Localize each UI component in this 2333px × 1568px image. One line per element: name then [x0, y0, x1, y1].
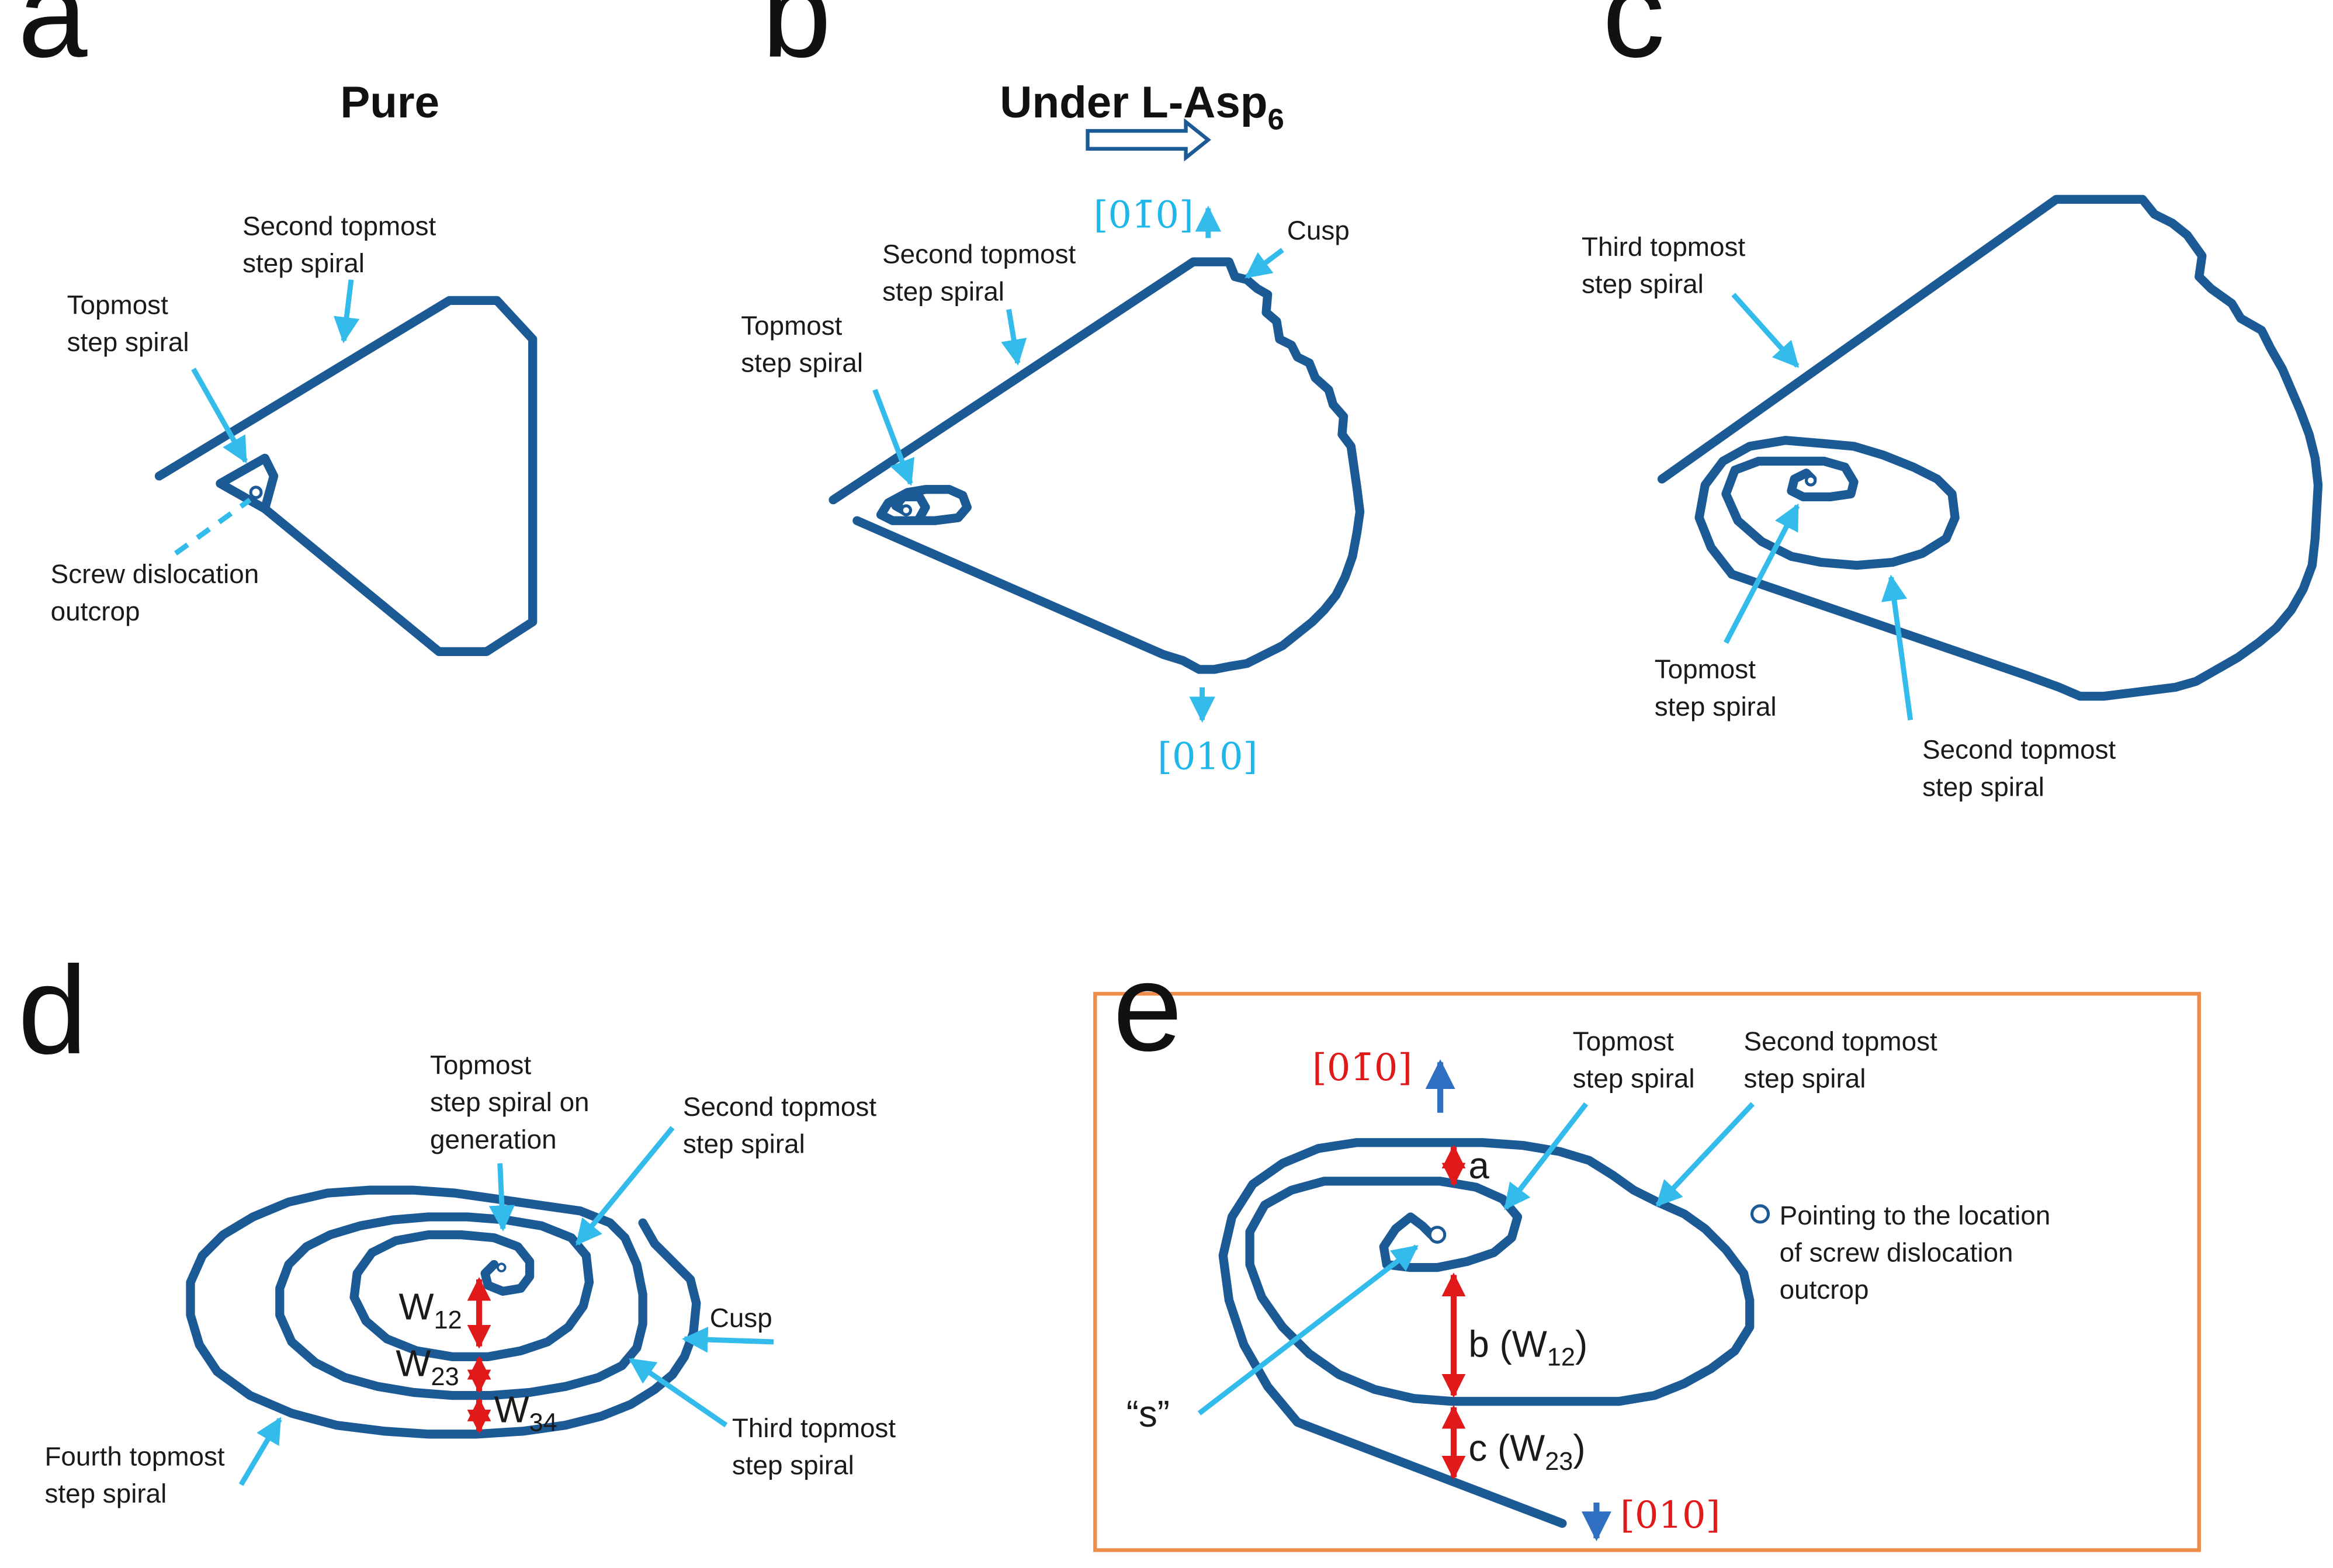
b-topmost-label-1: Topmost — [741, 311, 842, 341]
panel-label-e: e — [1113, 938, 1183, 1077]
a-screw-label-2: outcrop — [51, 596, 140, 626]
panel-a: a Pure Second topmost step spiral Topmos… — [18, 0, 538, 657]
d-topmost-label-3: generation — [430, 1125, 557, 1154]
s-label: “s” — [1126, 1393, 1170, 1435]
c-third-label-2: step spiral — [1582, 269, 1704, 299]
c-third-label-1: Third topmost — [1582, 232, 1745, 262]
c-second-label-1: Second topmost — [1922, 735, 2116, 765]
a-topmost-label-2: step spiral — [67, 327, 189, 357]
dir-up-label-b: [01̄0] — [1094, 194, 1194, 237]
d-topmost-pointer — [488, 1163, 515, 1231]
e-topmost-label-1: Topmost — [1573, 1026, 1674, 1056]
second-topmost-spiral-a — [154, 296, 538, 657]
c-third-pointer — [1731, 293, 1800, 368]
d-third-pointer — [629, 1357, 728, 1428]
a-second-label-1: Second topmost — [242, 211, 436, 241]
b-second-label-2: step spiral — [882, 276, 1004, 306]
a-screw-pointer — [174, 498, 252, 556]
e-c-label: c (W23) — [1468, 1428, 1585, 1476]
d-fourth-pointer — [238, 1417, 282, 1486]
panel-b: b Under L-Asp6 [01̄0] [010] Cusp Second … — [741, 0, 1365, 779]
topmost-spiral-b — [876, 485, 972, 525]
d-third-label-2: step spiral — [732, 1451, 854, 1480]
panel-b-title: Under L-Asp6 — [1000, 78, 1284, 136]
panel-d: d W12 W23 W34 Topmost step spiral on gen… — [18, 941, 896, 1508]
panel-e-frame — [1093, 991, 2201, 1552]
legend-label-2: of screw dislocation — [1780, 1237, 2013, 1267]
a-topmost-pointer — [191, 367, 248, 464]
legend-label-1: Pointing to the location — [1780, 1201, 2051, 1230]
panel-c: c Third topmost step spiral Topmost step… — [1582, 0, 2323, 802]
fourth-topmost-spiral-d — [186, 1185, 701, 1439]
w23-label: W23 — [396, 1343, 459, 1391]
b-second-pointer — [1001, 308, 1027, 366]
screw-dislocation-marker-c — [1804, 474, 1817, 487]
a-topmost-label-1: Topmost — [67, 290, 168, 320]
second-topmost-spiral-c — [1694, 436, 1960, 579]
e-topmost-label-2: step spiral — [1573, 1063, 1695, 1093]
c-second-pointer — [1881, 574, 1913, 721]
c-topmost-label-1: Topmost — [1655, 654, 1756, 684]
topmost-spiral-a — [216, 453, 279, 514]
second-topmost-spiral-d — [349, 1230, 594, 1362]
e-second-label-2: step spiral — [1744, 1063, 1866, 1093]
c-topmost-pointer — [1724, 503, 1800, 644]
e-second-pointer — [1655, 1102, 1755, 1207]
a-second-label-2: step spiral — [242, 248, 365, 278]
d-topmost-label-1: Topmost — [430, 1050, 531, 1080]
e-b-label: b (W12) — [1468, 1323, 1587, 1371]
w12-label: W12 — [399, 1286, 462, 1334]
w34-label: W34 — [494, 1389, 557, 1437]
panel-b-title-sub: 6 — [1268, 103, 1284, 136]
d-fourth-label-2: step spiral — [44, 1479, 167, 1508]
d-fourth-label-1: Fourth topmost — [44, 1441, 224, 1471]
d-cusp-label: Cusp — [710, 1303, 772, 1333]
panel-label-d: d — [18, 941, 88, 1080]
legend-label-3: outcrop — [1780, 1275, 1869, 1305]
legend-circle-icon — [1750, 1204, 1770, 1224]
topmost-spiral-e — [1379, 1212, 1436, 1269]
second-topmost-spiral-b — [828, 257, 1365, 674]
panel-a-title: Pure — [340, 78, 439, 127]
second-topmost-spiral-e — [1218, 1138, 1755, 1528]
third-topmost-spiral-d — [275, 1212, 647, 1400]
c-second-label-2: step spiral — [1922, 772, 2044, 802]
d-second-pointer — [575, 1126, 675, 1246]
panel-label-c: c — [1603, 0, 1665, 84]
e-a-label: a — [1468, 1145, 1489, 1187]
b-cusp-label: Cusp — [1287, 216, 1350, 245]
third-topmost-spiral-c — [1657, 195, 2323, 701]
d-second-label-2: step spiral — [683, 1129, 805, 1159]
b-topmost-pointer — [872, 388, 915, 486]
screw-dislocation-marker-a — [249, 485, 263, 499]
panel-b-title-main: Under L-Asp — [1000, 78, 1267, 127]
panel-label-a: a — [18, 0, 88, 84]
c-topmost-label-2: step spiral — [1655, 692, 1777, 721]
screw-dislocation-marker-b — [900, 504, 913, 516]
screw-dislocation-marker-e — [1428, 1226, 1447, 1244]
b-topmost-label-2: step spiral — [741, 348, 863, 378]
d-second-label-1: Second topmost — [683, 1092, 876, 1122]
s-pointer — [1197, 1244, 1419, 1416]
screw-dislocation-marker-d — [496, 1262, 507, 1272]
dir-down-label-e: [010] — [1620, 1494, 1720, 1537]
flow-direction-arrow — [1086, 118, 1211, 162]
a-screw-label-1: Screw dislocation — [51, 559, 259, 589]
b-second-label-1: Second topmost — [882, 240, 1076, 269]
d-third-label-1: Third topmost — [732, 1413, 896, 1443]
d-topmost-label-2: step spiral on — [430, 1087, 590, 1117]
dir-down-label-b: [010] — [1157, 736, 1257, 779]
e-topmost-pointer — [1503, 1102, 1589, 1210]
a-second-pointer — [334, 279, 360, 344]
d-cusp-pointer — [681, 1326, 774, 1353]
b-cusp-pointer — [1245, 248, 1284, 279]
panel-e: e [01̄0] [010] a b (W12) c (W23) “s” Top… — [1093, 938, 2201, 1552]
panel-label-b: b — [762, 0, 831, 84]
e-second-label-1: Second topmost — [1744, 1026, 1937, 1056]
dir-up-label-e: [01̄0] — [1312, 1046, 1412, 1090]
